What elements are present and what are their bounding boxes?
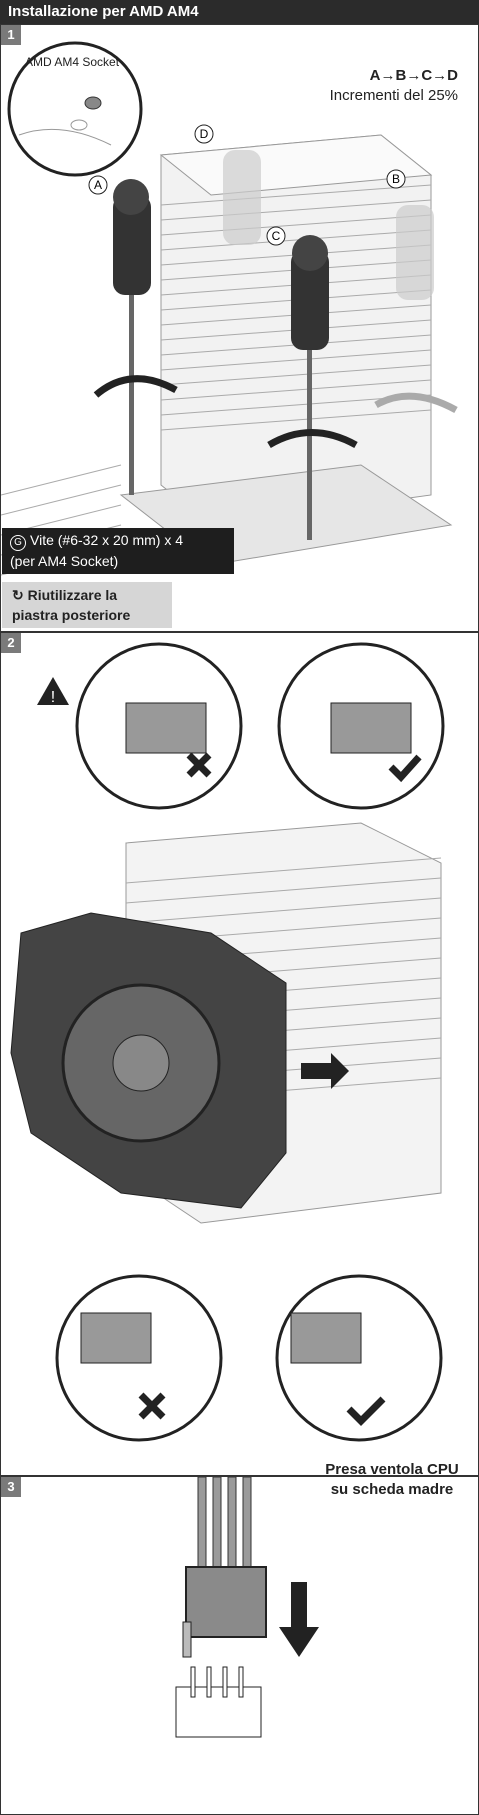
step-2-panel: 2 ! ! <box>0 632 479 1476</box>
tightening-sequence: A→B→C→D <box>369 67 458 84</box>
step-2-illustration: ! ! <box>10 642 445 1442</box>
reuse-line1: Riutilizzare la <box>27 587 118 603</box>
cpu-fan-line1: Presa ventola CPU <box>325 1461 459 1478</box>
down-arrow-icon <box>279 1582 319 1657</box>
step-3-illustration <box>175 1477 319 1738</box>
screw-label-a: A <box>94 178 102 192</box>
reuse-icon: ↻ <box>12 587 28 603</box>
screw-label-b: B <box>392 172 400 186</box>
page-title: Installazione per AMD AM4 <box>8 3 199 20</box>
step-3-badge: 3 <box>1 1477 21 1497</box>
screw-spec-line1: Vite (#6-32 x 20 mm) x 4 <box>30 532 184 548</box>
cpu-fan-line2: su scheda madre <box>330 1481 454 1498</box>
reuse-line2: piastra posteriore <box>12 607 131 623</box>
step-2-badge: 2 <box>1 633 21 653</box>
screw-spec-line2: (per AM4 Socket) <box>10 553 119 569</box>
tightening-increment: Incrementi del 25% <box>329 87 458 104</box>
step-1-badge: 1 <box>1 25 21 45</box>
screw-letter-icon: G <box>10 535 26 551</box>
reuse-backplate-box: ↻ Riutilizzare la piastra posteriore <box>2 582 172 628</box>
page-header: Installazione per AMD AM4 <box>0 0 479 24</box>
screw-label-c: C <box>272 229 281 243</box>
cpu-fan-label: Presa ventola CPU su scheda madre <box>317 1460 467 1500</box>
socket-label: AMD AM4 Socket <box>25 55 120 69</box>
svg-text:!: ! <box>51 689 55 706</box>
wrong-icon <box>138 752 212 1420</box>
step-3-panel: 3 <box>0 1476 479 1815</box>
check-icon <box>346 754 422 1426</box>
warning-icon <box>37 677 69 705</box>
screw-label-d: D <box>200 127 209 141</box>
